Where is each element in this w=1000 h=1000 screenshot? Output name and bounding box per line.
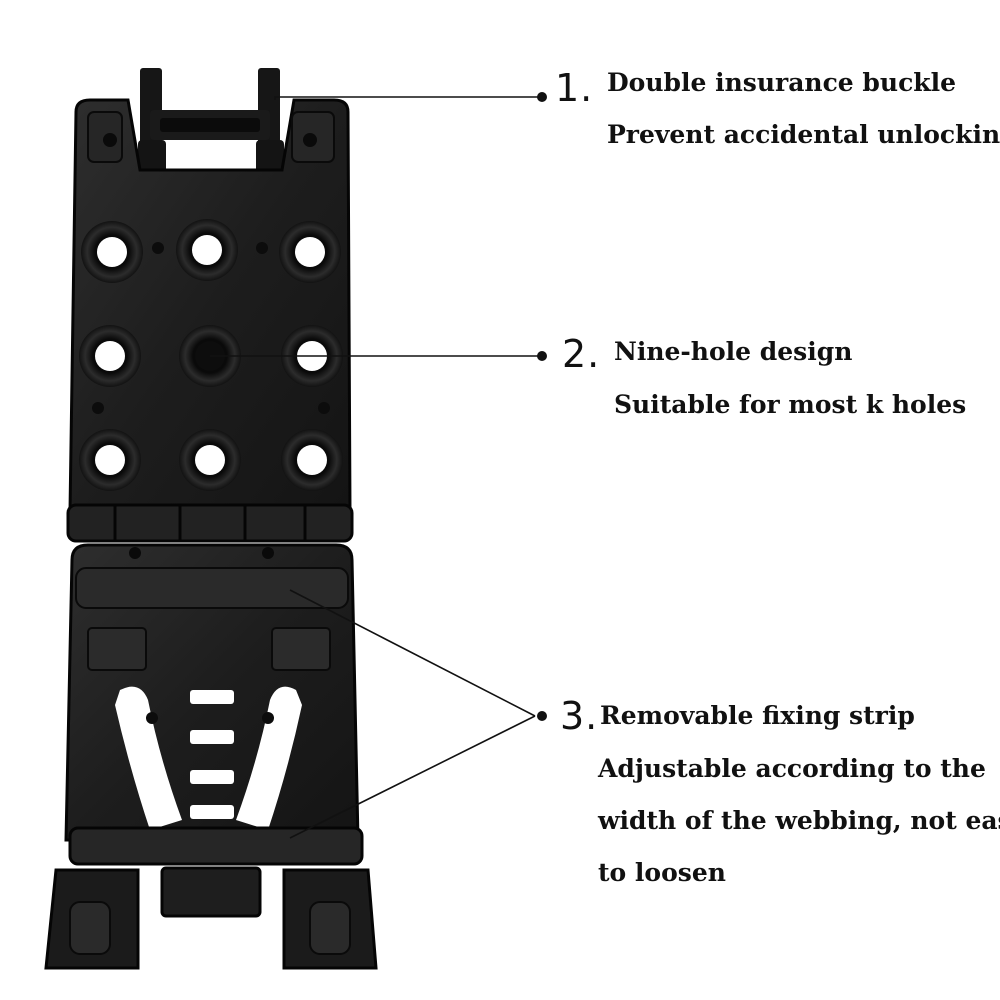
bottom-feet [44, 866, 378, 970]
hinge [66, 503, 354, 543]
callout-1-line-2: Prevent accidental unlocking [607, 120, 1000, 149]
callout-2-line-2: Suitable for most k holes [614, 390, 967, 419]
callout-1-dot [537, 92, 547, 102]
lower-plate [64, 543, 360, 842]
callout-3-line-2: Adjustable according to the [598, 754, 986, 783]
nine-hole-plate [68, 98, 352, 514]
removable-fixing-strip [68, 826, 364, 866]
hole-grid [79, 219, 343, 491]
callout-3-number: 3. [560, 694, 599, 738]
callout-1-line-1: Double insurance buckle [607, 68, 957, 97]
callout-1-number: 1. [555, 66, 594, 110]
callout-2-number: 2. [562, 332, 601, 376]
callout-3-line-4: to loosen [598, 858, 726, 887]
callout-3-dot [537, 711, 547, 721]
callout-2-line-1: Nine-hole design [614, 337, 853, 366]
leader-lines [210, 96, 540, 839]
callout-3-line-1: Removable fixing strip [600, 701, 915, 730]
callout-3-line-3: width of the webbing, not easy [598, 806, 1000, 835]
callout-2-dot [537, 351, 547, 361]
double-insurance-buckle [138, 68, 284, 180]
